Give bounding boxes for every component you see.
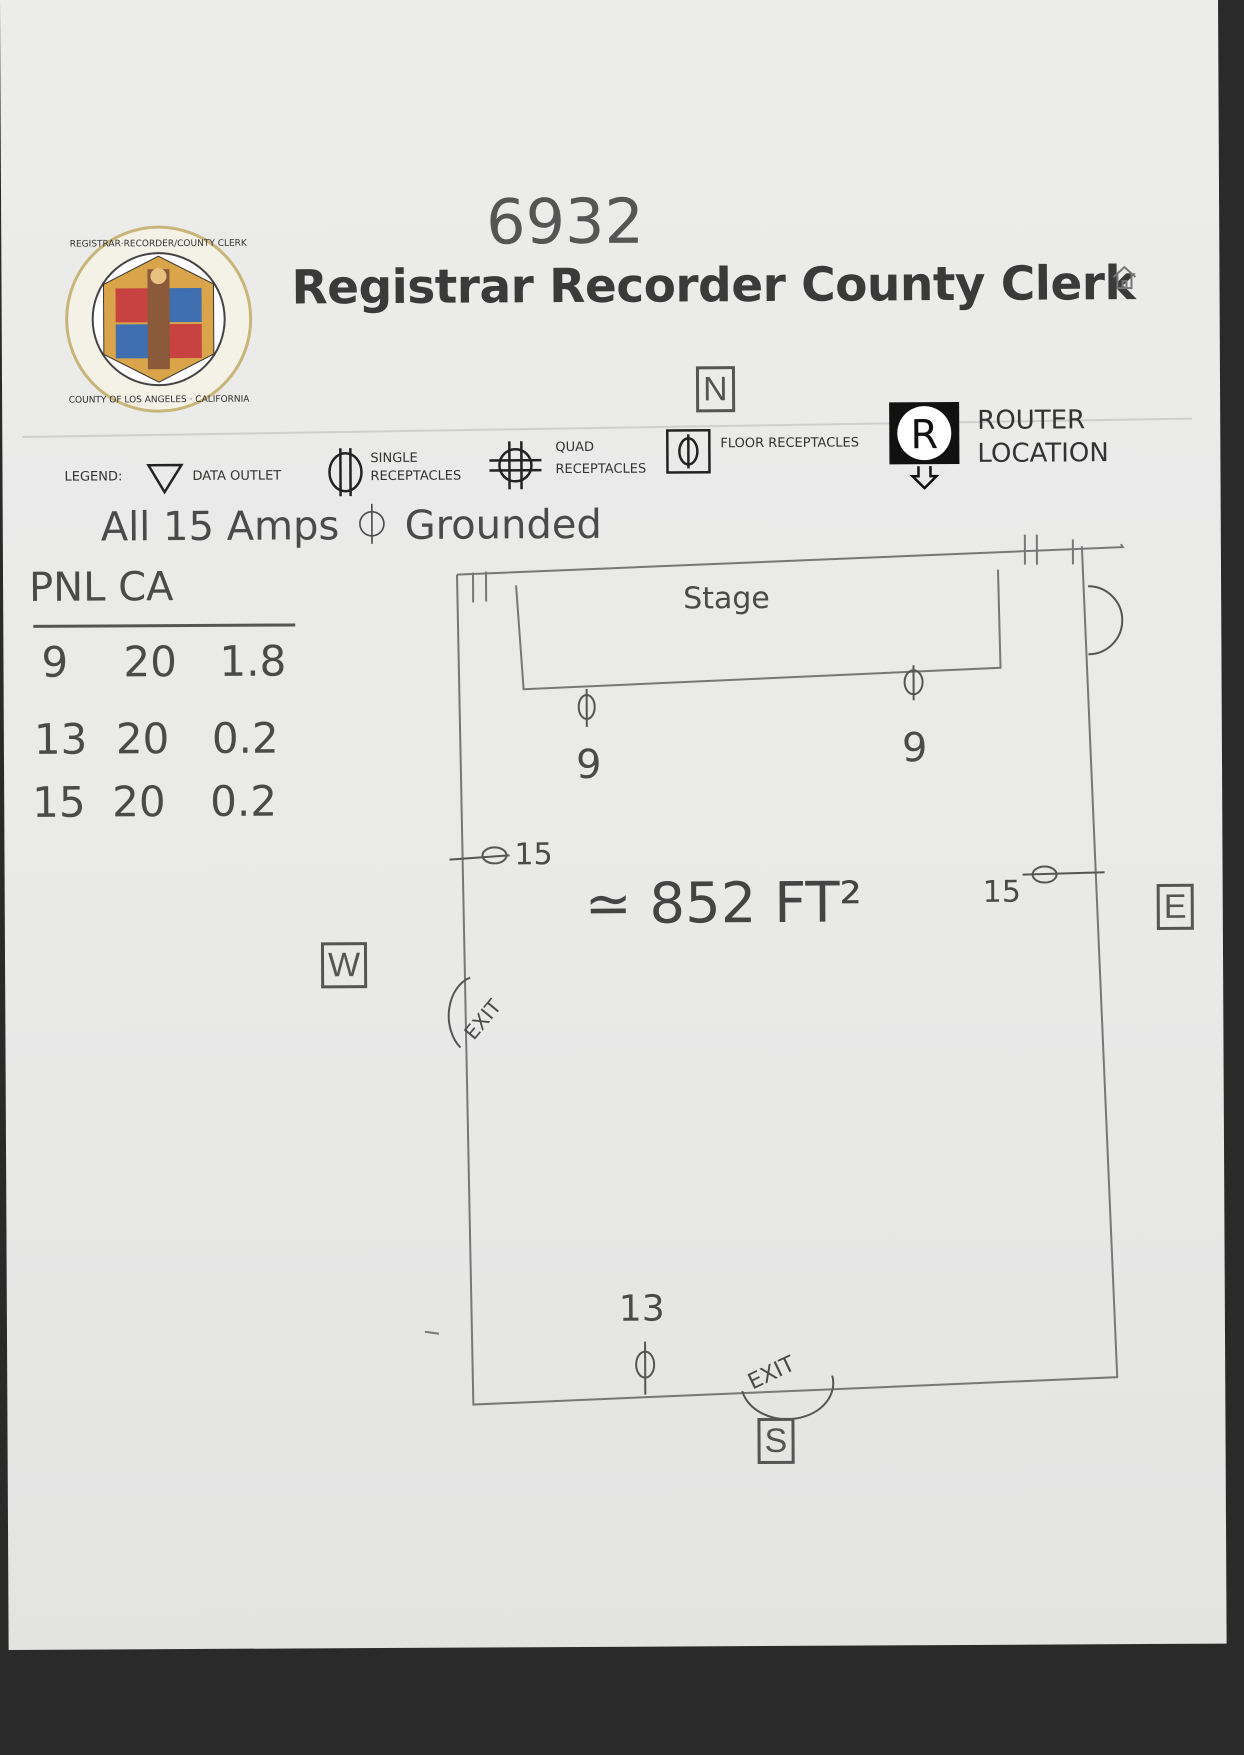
compass-west: W xyxy=(320,942,368,989)
receptacle-label: 9 xyxy=(575,741,602,788)
svg-text:R: R xyxy=(910,412,938,458)
compass-east: E xyxy=(1156,883,1194,930)
home-icon xyxy=(1112,265,1137,290)
receptacle-label: 15 xyxy=(982,874,1021,910)
area-label: ≃ 852 FT² xyxy=(584,870,863,937)
quad-receptacle-icon xyxy=(489,441,542,490)
svg-text:REGISTRAR·RECORDER/COUNTY CLER: REGISTRAR·RECORDER/COUNTY CLERK xyxy=(70,239,248,250)
compass-south: S xyxy=(757,1417,795,1465)
receptacle-label: 13 xyxy=(618,1288,665,1330)
floor-receptacle-icon xyxy=(666,429,711,474)
stage-label: Stage xyxy=(683,580,770,617)
triangle-icon xyxy=(146,463,184,495)
county-seal-logo: REGISTRAR·RECORDER/COUNTY CLERK COUNTY O… xyxy=(65,225,253,413)
router-icon: R xyxy=(889,401,960,490)
svg-text:COUNTY OF LOS ANGELES · CALIFO: COUNTY OF LOS ANGELES · CALIFORNIA xyxy=(69,395,251,406)
receptacle-label: 9 xyxy=(901,725,928,772)
room-walls xyxy=(456,543,1125,1406)
receptacle-label: 15 xyxy=(514,837,553,873)
paper-sheet: 6932 REGISTRAR·RECORDER/COUNTY CLERK COU… xyxy=(0,0,1227,1650)
stage-outline xyxy=(515,569,1002,691)
single-receptacle-icon xyxy=(328,448,363,497)
